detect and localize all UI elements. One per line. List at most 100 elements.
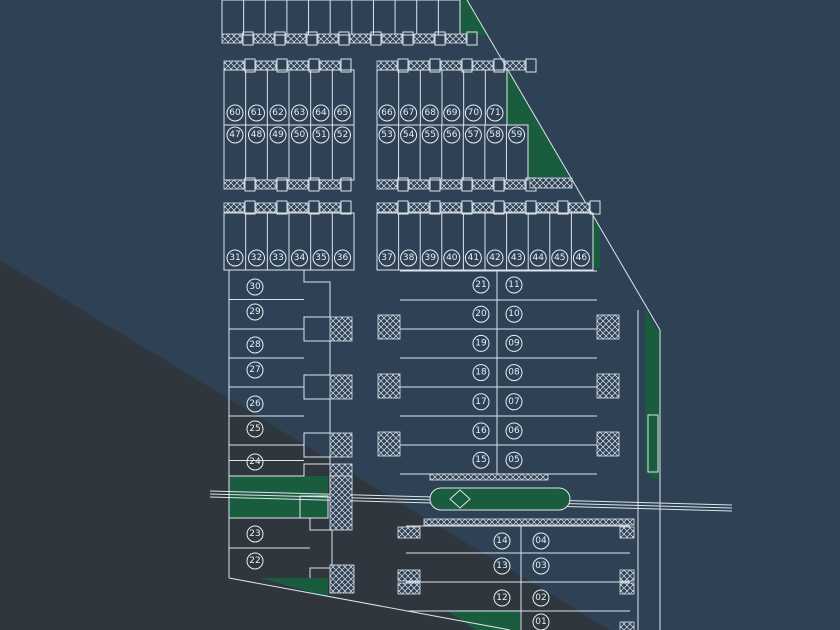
lot-43[interactable]: 43	[508, 249, 526, 267]
lot-67[interactable]: 67	[400, 104, 418, 122]
lot-53[interactable]: 53	[378, 126, 396, 144]
lot-50[interactable]: 50	[291, 126, 308, 144]
lot-33[interactable]: 33	[269, 249, 287, 267]
lot-51[interactable]: 51	[312, 126, 330, 144]
lot-41[interactable]: 41	[464, 249, 482, 267]
lot-46[interactable]: 46	[572, 249, 590, 267]
lot-45[interactable]: 45	[551, 249, 569, 267]
lot-12[interactable]: 12	[493, 589, 511, 607]
lot-17[interactable]: 17	[472, 393, 490, 411]
lot-20[interactable]: 20	[472, 305, 490, 323]
lot-39[interactable]: 39	[421, 249, 439, 267]
lot-54[interactable]: 54	[400, 126, 418, 144]
lot-25[interactable]: 25	[246, 420, 264, 438]
lot-label: 44	[532, 253, 544, 263]
lot-label: 48	[251, 130, 263, 140]
parking-block-a2-bottom	[376, 177, 537, 192]
lot-label: 25	[249, 424, 260, 434]
lot-24[interactable]: 24	[246, 453, 264, 471]
lot-68[interactable]: 68	[421, 104, 439, 122]
lot-10[interactable]: 10	[505, 305, 523, 323]
building-west-column	[229, 269, 355, 594]
lot-16[interactable]: 16	[472, 422, 490, 440]
lot-57[interactable]: 57	[464, 126, 482, 144]
lot-40[interactable]: 40	[443, 249, 461, 267]
lot-29[interactable]: 29	[246, 303, 264, 321]
lot-49[interactable]: 49	[269, 126, 287, 144]
lot-08[interactable]: 08	[505, 364, 523, 382]
lot-65[interactable]: 65	[334, 104, 351, 122]
green-strip-east	[645, 310, 660, 478]
lot-32[interactable]: 32	[248, 249, 265, 267]
lot-63[interactable]: 63	[291, 104, 308, 122]
lot-label: 04	[535, 536, 547, 546]
lot-44[interactable]: 44	[529, 249, 547, 267]
lot-30[interactable]: 30	[246, 278, 264, 296]
lot-52[interactable]: 52	[334, 126, 351, 144]
lot-label: 29	[249, 307, 261, 317]
lot-label: 33	[272, 253, 283, 263]
lot-label: 22	[249, 556, 260, 566]
lot-01[interactable]: 01	[532, 613, 550, 630]
lot-56[interactable]: 56	[443, 126, 461, 144]
lot-label: 47	[229, 130, 240, 140]
lot-59[interactable]: 59	[508, 126, 526, 144]
lot-31[interactable]: 31	[226, 249, 244, 267]
lot-27[interactable]: 27	[246, 361, 264, 379]
lot-02[interactable]: 02	[532, 589, 550, 607]
lot-label: 42	[489, 253, 500, 263]
lot-label: 68	[424, 108, 436, 118]
lot-label: 59	[511, 130, 523, 140]
site-boundary	[228, 0, 661, 630]
lot-62[interactable]: 62	[269, 104, 287, 122]
lot-07[interactable]: 07	[505, 393, 523, 411]
lot-70[interactable]: 70	[464, 104, 482, 122]
lot-label: 32	[251, 253, 262, 263]
lot-34[interactable]: 34	[291, 249, 308, 267]
building-south	[397, 518, 635, 630]
lot-26[interactable]: 26	[246, 395, 264, 413]
lot-48[interactable]: 48	[248, 126, 265, 144]
parking-block-a2-top	[376, 58, 537, 73]
lot-36[interactable]: 36	[334, 249, 351, 267]
lot-21[interactable]: 21	[472, 276, 490, 294]
lot-06[interactable]: 06	[505, 422, 523, 440]
lot-label: 45	[554, 253, 565, 263]
green-area-south	[446, 610, 520, 630]
lot-22[interactable]: 22	[246, 552, 264, 570]
green-area-southwest	[260, 578, 328, 597]
lot-04[interactable]: 04	[532, 532, 550, 550]
lot-38[interactable]: 38	[400, 249, 418, 267]
lot-05[interactable]: 05	[505, 451, 523, 469]
lot-19[interactable]: 19	[472, 334, 490, 352]
lot-14[interactable]: 14	[493, 532, 511, 550]
lot-64[interactable]: 64	[312, 104, 330, 122]
lot-61[interactable]: 61	[248, 104, 265, 122]
lot-55[interactable]: 55	[421, 126, 439, 144]
lot-37[interactable]: 37	[378, 249, 396, 267]
lot-15[interactable]: 15	[472, 451, 490, 469]
lot-60[interactable]: 60	[226, 104, 244, 122]
lot-label: 53	[381, 130, 392, 140]
lot-09[interactable]: 09	[505, 334, 523, 352]
lot-label: 27	[249, 365, 260, 375]
lot-58[interactable]: 58	[486, 126, 504, 144]
lot-71[interactable]: 71	[486, 104, 504, 122]
lot-label: 11	[508, 280, 519, 290]
lot-35[interactable]: 35	[312, 249, 330, 267]
east-rect	[647, 414, 659, 473]
lot-13[interactable]: 13	[493, 557, 511, 575]
lot-03[interactable]: 03	[532, 557, 550, 575]
lot-11[interactable]: 11	[505, 276, 523, 294]
lot-label: 14	[496, 536, 508, 546]
lot-28[interactable]: 28	[246, 336, 264, 354]
lot-69[interactable]: 69	[443, 104, 461, 122]
lot-23[interactable]: 23	[246, 525, 264, 543]
lot-66[interactable]: 66	[378, 104, 396, 122]
lot-18[interactable]: 18	[472, 364, 490, 382]
parking-block-b-top	[223, 200, 352, 215]
lot-47[interactable]: 47	[226, 126, 244, 144]
lot-42[interactable]: 42	[486, 249, 504, 267]
lot-label: 13	[496, 561, 507, 571]
